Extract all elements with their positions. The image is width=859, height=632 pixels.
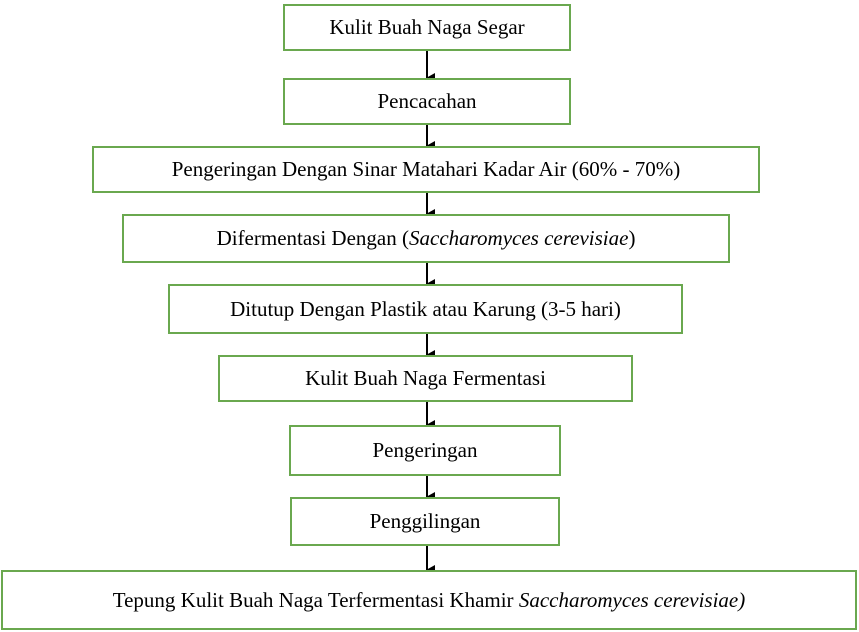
step-label: Difermentasi Dengan (Saccharomyces cerev… bbox=[217, 226, 636, 251]
step-kulit-buah-naga-fermentasi: Kulit Buah Naga Fermentasi bbox=[218, 355, 633, 402]
step-label: Ditutup Dengan Plastik atau Karung (3-5 … bbox=[230, 296, 621, 321]
step-difermentasi: Difermentasi Dengan (Saccharomyces cerev… bbox=[122, 214, 730, 263]
step-pengeringan-sinar-matahari: Pengeringan Dengan Sinar Matahari Kadar … bbox=[92, 146, 760, 193]
step-label: Kulit Buah Naga Fermentasi bbox=[305, 366, 546, 390]
step-penggilingan: Penggilingan bbox=[290, 497, 560, 546]
step-label: Kulit Buah Naga Segar bbox=[329, 15, 525, 39]
step-label: Pengeringan Dengan Sinar Matahari Kadar … bbox=[171, 157, 681, 181]
species-name: Saccharomyces cerevisiae bbox=[409, 226, 629, 250]
step-pencacahan: Pencacahan bbox=[283, 78, 571, 125]
step-pengeringan: Pengeringan bbox=[289, 425, 561, 476]
step-label-text: ) bbox=[628, 226, 636, 250]
step-label-text: Difermentasi Dengan ( bbox=[216, 226, 409, 250]
step-label-text: Tepung Kulit Buah Naga Terfermentasi Kha… bbox=[112, 587, 519, 612]
step-label: Pencacahan bbox=[377, 89, 477, 113]
step-label: Tepung Kulit Buah Naga Terfermentasi Kha… bbox=[113, 588, 745, 613]
species-name: Saccharomyces cerevisiae) bbox=[518, 587, 746, 612]
step-label: Pengeringan bbox=[372, 438, 478, 462]
step-label: Penggilingan bbox=[369, 509, 481, 533]
step-kulit-buah-naga-segar: Kulit Buah Naga Segar bbox=[283, 4, 571, 51]
step-tepung-kulit-buah-naga: Tepung Kulit Buah Naga Terfermentasi Kha… bbox=[1, 570, 857, 630]
step-ditutup-plastik: Ditutup Dengan Plastik atau Karung (3-5 … bbox=[168, 284, 683, 334]
